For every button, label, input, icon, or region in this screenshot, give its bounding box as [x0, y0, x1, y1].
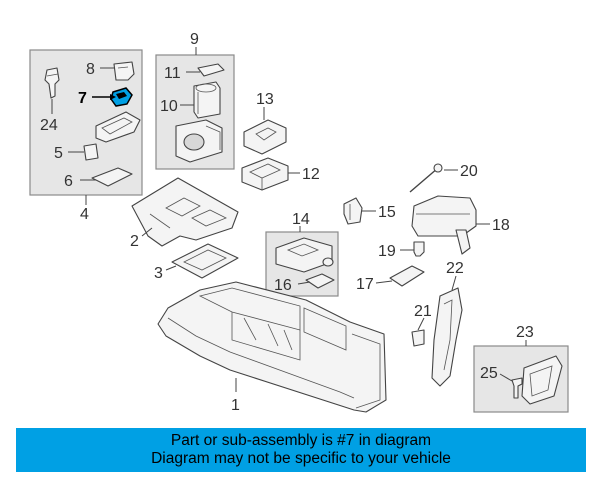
- callout-2: 2: [130, 233, 139, 250]
- callout-8: 8: [86, 61, 95, 78]
- callout-13: 13: [256, 91, 274, 108]
- callout-9: 9: [190, 31, 199, 48]
- part-8-bracket[interactable]: [113, 61, 135, 81]
- cup-holder-base[interactable]: [175, 119, 223, 163]
- part-11-mat[interactable]: [197, 63, 225, 77]
- part-13-shifter-trim[interactable]: [243, 119, 287, 155]
- part-16-pad[interactable]: [305, 257, 335, 289]
- banner-line-2: Diagram may not be specific to your vehi…: [151, 450, 451, 467]
- part-23-pocket[interactable]: [521, 355, 563, 405]
- callout-25: 25: [480, 365, 498, 382]
- callout-7: 7: [78, 90, 87, 107]
- part-22-side-panel[interactable]: [431, 287, 463, 387]
- part-24-clip[interactable]: [44, 67, 60, 99]
- tray-insert[interactable]: [95, 111, 141, 143]
- callout-17: 17: [356, 276, 374, 293]
- callout-6: 6: [64, 173, 73, 190]
- part-5-clip[interactable]: [83, 143, 99, 161]
- callout-5: 5: [54, 145, 63, 162]
- part-20-rod[interactable]: [409, 163, 443, 193]
- part-10-cup-holder[interactable]: [193, 81, 221, 119]
- callout-14: 14: [292, 211, 310, 228]
- callout-24: 24: [40, 117, 58, 134]
- part-18-armrest-lid[interactable]: [411, 195, 477, 255]
- part-3-tray[interactable]: [171, 243, 239, 279]
- part-6-mat[interactable]: [91, 167, 133, 187]
- info-banner: Part or sub-assembly is #7 in diagram Di…: [16, 428, 586, 472]
- callout-1: 1: [231, 397, 240, 414]
- callout-3: 3: [154, 265, 163, 282]
- part-12-bracket[interactable]: [241, 157, 289, 191]
- callout-20: 20: [460, 163, 478, 180]
- callout-19: 19: [378, 243, 396, 260]
- part-21-clip[interactable]: [411, 329, 425, 347]
- callout-12: 12: [302, 166, 320, 183]
- callout-4: 4: [80, 206, 89, 223]
- callout-15: 15: [378, 204, 396, 221]
- part-2-bezel[interactable]: [131, 177, 239, 247]
- part-15-bracket[interactable]: [343, 197, 363, 225]
- callout-23: 23: [516, 324, 534, 341]
- part-19-bumper[interactable]: [413, 241, 425, 257]
- callout-22: 22: [446, 260, 464, 277]
- callout-11: 11: [164, 65, 181, 82]
- part-17-mat[interactable]: [389, 265, 425, 287]
- banner-line-1: Part or sub-assembly is #7 in diagram: [170, 432, 432, 449]
- callout-10: 10: [160, 98, 178, 115]
- part-25-screw[interactable]: [511, 377, 523, 399]
- part-1-console-body[interactable]: [157, 281, 387, 413]
- callout-21: 21: [414, 303, 432, 320]
- callout-18: 18: [492, 217, 510, 234]
- callout-16: 16: [274, 277, 292, 294]
